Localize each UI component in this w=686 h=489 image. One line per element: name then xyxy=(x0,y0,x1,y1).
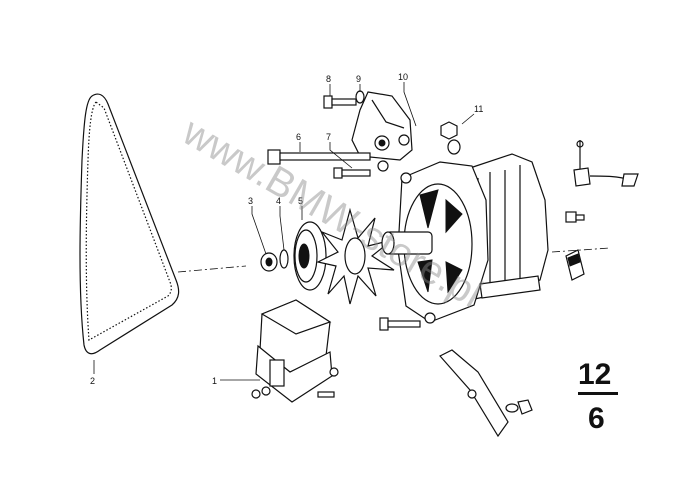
label-9: 9 xyxy=(356,74,361,84)
label-1: 1 xyxy=(212,376,217,386)
alternator-body xyxy=(381,153,549,324)
pulley-nut xyxy=(260,252,278,272)
diagram-reference: 12 6 xyxy=(578,358,618,435)
adjusting-strap xyxy=(439,349,533,438)
pulley xyxy=(293,221,327,291)
reference-bottom: 6 xyxy=(588,402,605,435)
label-7: 7 xyxy=(326,132,331,142)
long-bolt-6 xyxy=(267,149,371,165)
label-10: 10 xyxy=(398,72,408,82)
label-6: 6 xyxy=(296,132,301,142)
label-11: 11 xyxy=(474,104,483,114)
label-3: 3 xyxy=(248,196,253,206)
bolt-8 xyxy=(323,95,357,109)
v-belt xyxy=(79,93,180,355)
terminal-lead xyxy=(573,140,639,187)
pulley-washer xyxy=(279,249,289,269)
lower-bolt xyxy=(379,317,421,331)
small-bolt xyxy=(565,211,585,223)
cooling-fan xyxy=(316,207,395,305)
label-8: 8 xyxy=(326,74,331,84)
label-2: 2 xyxy=(90,376,95,386)
mounting-bracket xyxy=(351,91,413,161)
washer-9 xyxy=(355,90,365,104)
voltage-regulator xyxy=(251,299,339,403)
label-4: 4 xyxy=(276,196,281,206)
nut-11 xyxy=(440,121,461,155)
reference-top: 12 xyxy=(578,358,611,391)
label-5: 5 xyxy=(298,196,303,206)
bolt-7 xyxy=(333,160,389,179)
brush-holder xyxy=(565,249,585,281)
